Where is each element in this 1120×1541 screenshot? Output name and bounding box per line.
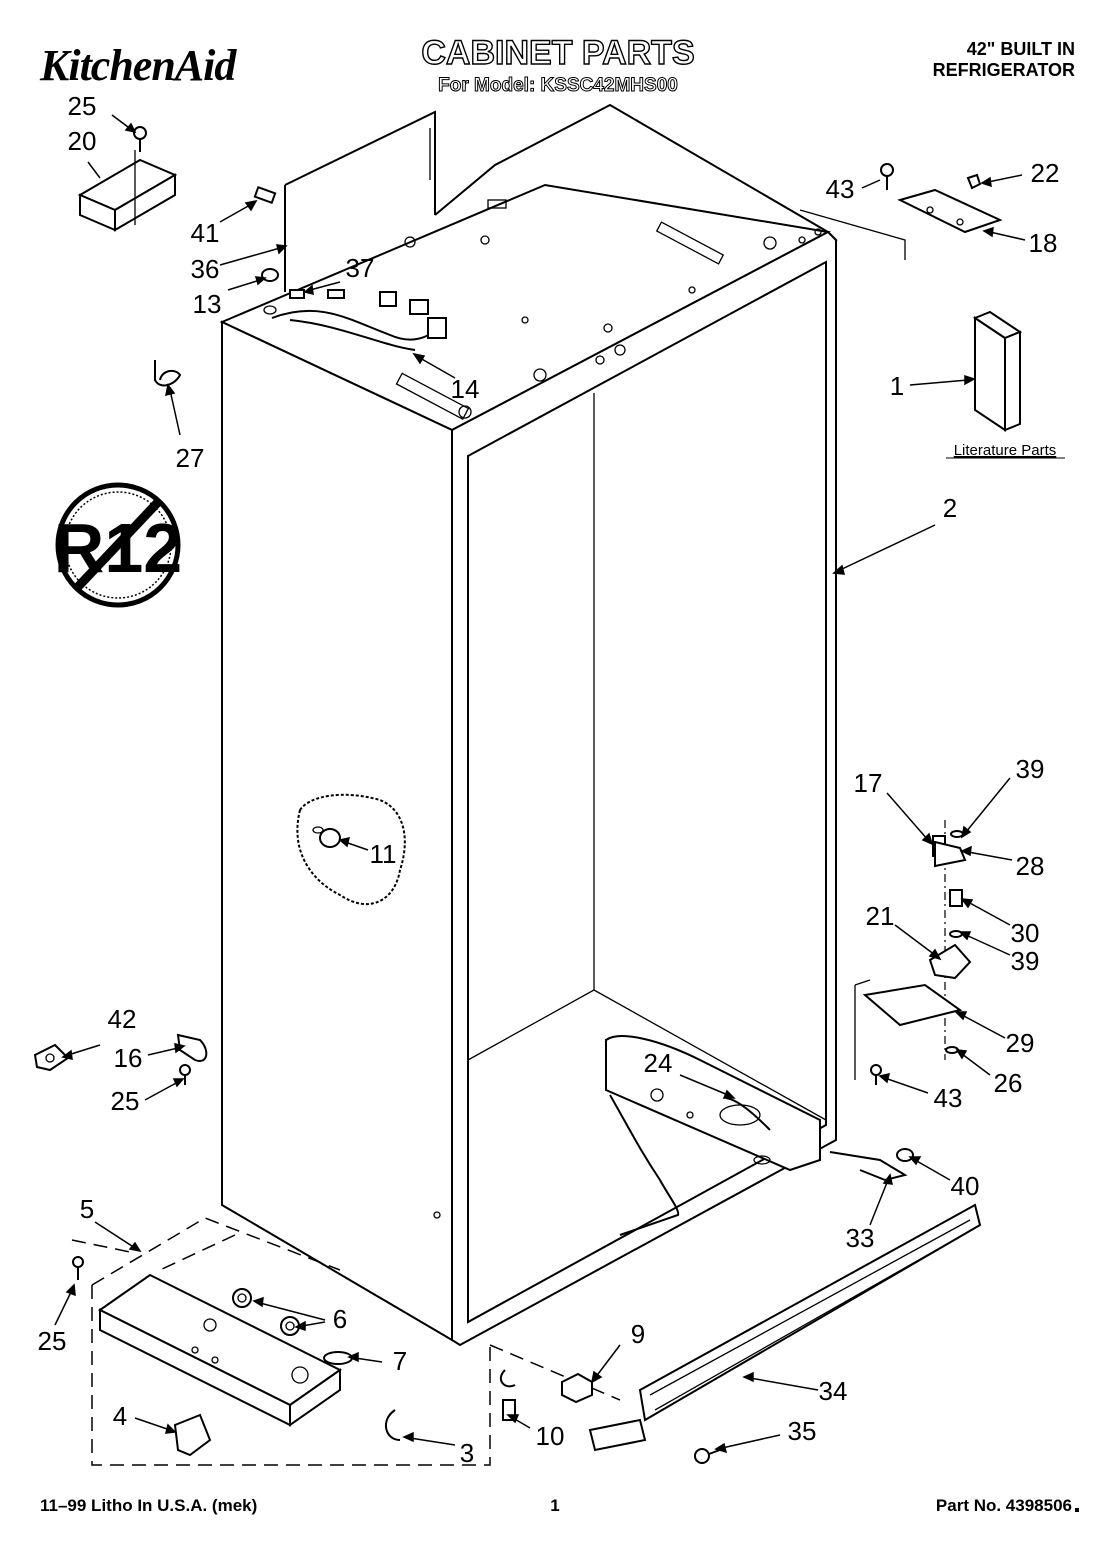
part-33-bracket xyxy=(829,1151,908,1182)
part-43-screw-b xyxy=(870,1064,882,1076)
callout-3: 3 xyxy=(460,1438,474,1468)
callout-29: 29 xyxy=(1006,1028,1035,1058)
callout-40: 40 xyxy=(951,1171,980,1201)
callout-2: 2 xyxy=(943,493,957,523)
callout-18: 18 xyxy=(1029,228,1058,258)
footer-page-number: 1 xyxy=(550,1496,559,1515)
callout-39a: 39 xyxy=(1016,754,1045,784)
callout-22: 22 xyxy=(1031,158,1060,188)
product-line-2: REFRIGERATOR xyxy=(933,60,1075,80)
part-42-nut xyxy=(33,1043,70,1072)
page-title: CABINET PARTS xyxy=(421,34,694,72)
callout-21: 21 xyxy=(866,901,895,931)
callout-9: 9 xyxy=(631,1319,645,1349)
literature-parts-label: Literature Parts xyxy=(954,442,1057,459)
brand-logo: KitchenAid xyxy=(39,41,237,90)
part-43-screw-top xyxy=(880,163,894,190)
part-29-hinge xyxy=(862,983,963,1027)
callout-43b: 43 xyxy=(934,1083,963,1113)
part-21-plate xyxy=(928,943,972,980)
callout-37: 37 xyxy=(346,253,375,283)
insulation-cutaway xyxy=(296,793,406,906)
part-27-clip xyxy=(154,360,182,387)
r12-badge: R12 xyxy=(54,482,182,608)
callout-27: 27 xyxy=(176,443,205,473)
callout-25a: 25 xyxy=(68,91,97,121)
plug-part-11 xyxy=(319,828,341,848)
leader-lines xyxy=(54,114,1026,1454)
callout-26: 26 xyxy=(994,1068,1023,1098)
bottom-assembly xyxy=(71,1217,621,1466)
part-40-cap xyxy=(896,1148,914,1162)
product-line-1: 42" BUILT IN xyxy=(967,39,1075,59)
callout-33: 33 xyxy=(846,1223,875,1253)
callout-43a: 43 xyxy=(826,174,855,204)
callout-13: 13 xyxy=(193,289,222,319)
model-line: For Model: KSSC42MHS00 xyxy=(438,75,678,96)
part-37-clip xyxy=(289,289,345,299)
callout-34: 34 xyxy=(819,1376,848,1406)
part-10-clip xyxy=(499,1369,516,1421)
part-34-grille xyxy=(588,1203,982,1452)
callout-11: 11 xyxy=(370,839,397,869)
callout-1: 1 xyxy=(890,371,904,401)
part-41-screw xyxy=(253,185,277,205)
part-39-washer-a xyxy=(950,830,964,838)
callout-7: 7 xyxy=(393,1346,407,1376)
part-20-cover xyxy=(77,150,178,232)
callout-25c: 25 xyxy=(38,1326,67,1356)
callout-30: 30 xyxy=(1011,918,1040,948)
callout-36: 36 xyxy=(191,254,220,284)
part-1-literature xyxy=(972,310,1023,432)
callout-4: 4 xyxy=(113,1401,127,1431)
callout-20: 20 xyxy=(68,126,97,156)
part-28-bracket xyxy=(934,840,967,868)
callout-35: 35 xyxy=(788,1416,817,1446)
footer-litho: 11–99 Litho In U.S.A. (mek) xyxy=(40,1496,257,1515)
part-30-bushing xyxy=(949,889,963,907)
cabinet-body xyxy=(219,103,838,1347)
callout-6: 6 xyxy=(333,1304,347,1334)
callout-17: 17 xyxy=(854,768,883,798)
part-25-screw-left xyxy=(179,1064,191,1085)
part-16-clip xyxy=(176,1033,208,1062)
callout-41: 41 xyxy=(191,218,220,248)
part-9-block xyxy=(561,1372,593,1404)
part-22-nut xyxy=(966,173,982,190)
callout-10: 10 xyxy=(536,1421,565,1451)
callout-14: 14 xyxy=(451,374,480,404)
callout-42: 42 xyxy=(108,1004,137,1034)
part-18-bracket xyxy=(799,188,1003,260)
callout-25b: 25 xyxy=(111,1086,140,1116)
bottom-machine-area xyxy=(605,1035,821,1236)
footer-part-number: Part No. 4398506 xyxy=(936,1496,1072,1515)
hinge-assembly xyxy=(829,820,972,1182)
callout-28: 28 xyxy=(1016,851,1045,881)
callout-16: 16 xyxy=(114,1043,143,1073)
callout-39b: 39 xyxy=(1011,946,1040,976)
part-25-screw-top xyxy=(133,126,147,152)
callout-24: 24 xyxy=(644,1048,673,1078)
callout-5: 5 xyxy=(80,1194,94,1224)
